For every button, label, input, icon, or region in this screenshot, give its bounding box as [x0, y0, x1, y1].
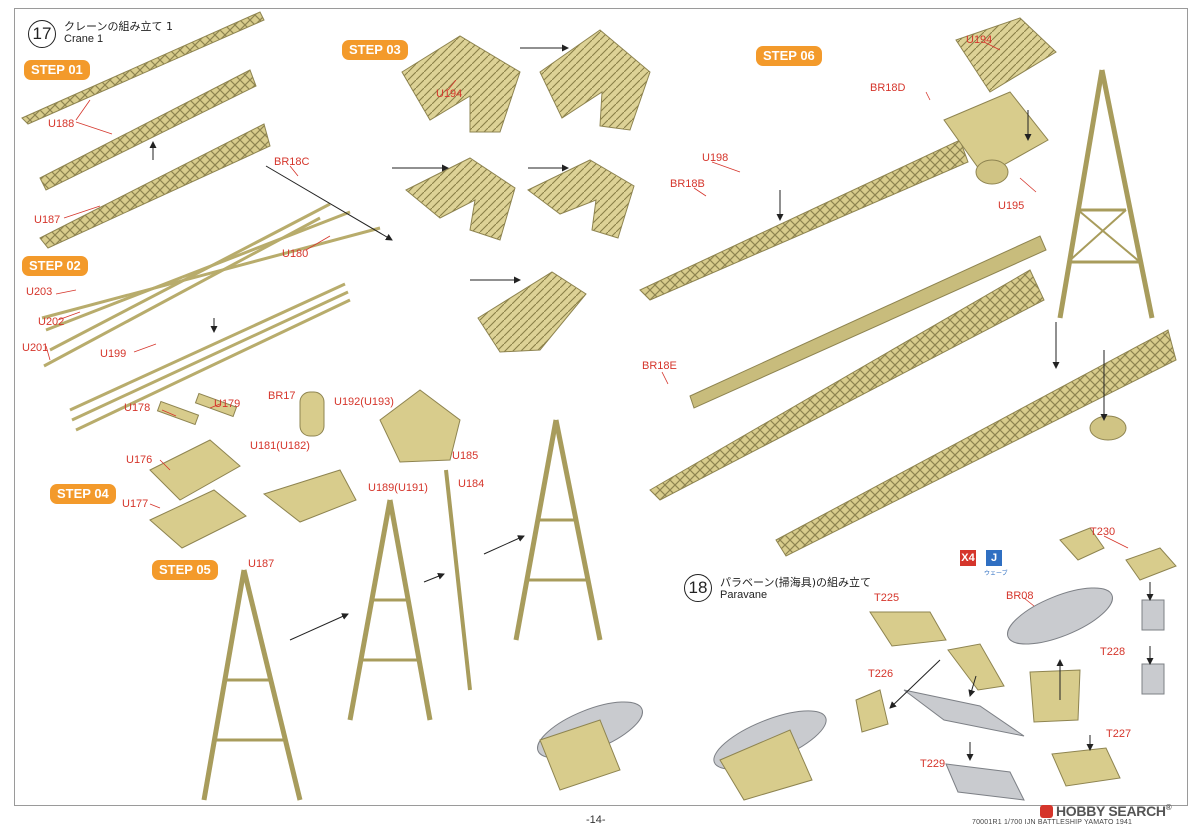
crane-plates-step04: [149, 389, 461, 549]
section-18-title-jp: パラベーン(掃海具)の組み立て: [720, 576, 872, 589]
part-label-t230: T230: [1090, 526, 1116, 538]
step-04-label: STEP 04: [50, 484, 116, 504]
part-label-u178: U178: [124, 402, 151, 414]
paravane-parts: [537, 527, 1177, 801]
part-label-u194-step03: U194: [436, 88, 463, 100]
section-18-number: 18: [684, 574, 712, 602]
part-label-u185: U185: [452, 450, 479, 462]
section-17-number: 17: [28, 20, 56, 48]
crane-tower-step06: [1057, 69, 1155, 319]
j-badge: J: [986, 550, 1002, 566]
hobby-search-logo-icon: [1040, 805, 1053, 818]
part-label-t226: T226: [868, 668, 894, 680]
part-label-br17: BR17: [268, 390, 296, 402]
page-frame: [14, 8, 1188, 806]
hobby-search-logo: HOBBY SEARCH®: [1040, 803, 1172, 819]
part-label-u188: U188: [48, 118, 75, 130]
crane-frames-step03: [401, 29, 651, 353]
part-label-u181: U181(U182): [250, 440, 310, 452]
part-label-t227: T227: [1106, 728, 1132, 740]
part-label-br08: BR08: [1006, 590, 1034, 602]
part-label-u203: U203: [26, 286, 53, 298]
part-label-br18d: BR18D: [870, 82, 906, 94]
part-label-u177: U177: [122, 498, 149, 510]
part-label-u192: U192(U193): [334, 396, 394, 408]
part-label-u194-step06: U194: [966, 34, 993, 46]
section-17-title-jp: クレーンの組み立て 1: [64, 20, 173, 33]
section-17-title: クレーンの組み立て 1 Crane 1: [64, 20, 173, 46]
assembly-arrows: [149, 44, 1154, 761]
part-label-u179: U179: [214, 398, 241, 410]
part-label-br18e: BR18E: [642, 360, 677, 372]
registered-icon: ®: [1165, 803, 1172, 812]
part-label-u202: U202: [38, 316, 65, 328]
part-label-u187-step05: U187: [248, 558, 275, 570]
part-label-u199: U199: [100, 348, 127, 360]
step-01-label: STEP 01: [24, 60, 90, 80]
page-number: -14-: [586, 814, 606, 826]
j-badge-sub: ウェーブ: [984, 570, 1008, 577]
part-label-u195: U195: [998, 200, 1025, 212]
part-label-u184: U184: [458, 478, 485, 490]
step-06-label: STEP 06: [756, 46, 822, 66]
part-label-u180: U180: [282, 248, 309, 260]
crane-cables-step02: [41, 202, 381, 432]
step-05-label: STEP 05: [152, 560, 218, 580]
part-label-t228: T228: [1100, 646, 1126, 658]
section-18-title: パラベーン(掃海具)の組み立て Paravane: [720, 576, 871, 602]
crane-boom-step06: [639, 17, 1177, 557]
hobby-search-logo-text: HOBBY SEARCH: [1056, 803, 1166, 819]
part-label-u187: U187: [34, 214, 61, 226]
crane-towers-step05: [201, 419, 603, 801]
leader-lines: [45, 41, 1129, 607]
part-label-t225: T225: [874, 592, 900, 604]
product-code: 70001R1 1/700 IJN BATTLESHIP YAMATO 1941: [972, 819, 1133, 826]
part-label-u189: U189(U191): [368, 482, 428, 494]
section-18-title-en: Paravane: [720, 589, 768, 601]
part-label-u201: U201: [22, 342, 49, 354]
section-17-title-en: Crane 1: [64, 33, 104, 45]
crane-boom-step01: [21, 11, 271, 249]
step-02-label: STEP 02: [22, 256, 88, 276]
part-label-br18c: BR18C: [274, 156, 310, 168]
part-label-u198: U198: [702, 152, 729, 164]
part-label-br18b: BR18B: [670, 178, 705, 190]
part-label-u176: U176: [126, 454, 153, 466]
part-label-t229: T229: [920, 758, 946, 770]
x4-badge: X4: [960, 550, 976, 566]
step-03-label: STEP 03: [342, 40, 408, 60]
